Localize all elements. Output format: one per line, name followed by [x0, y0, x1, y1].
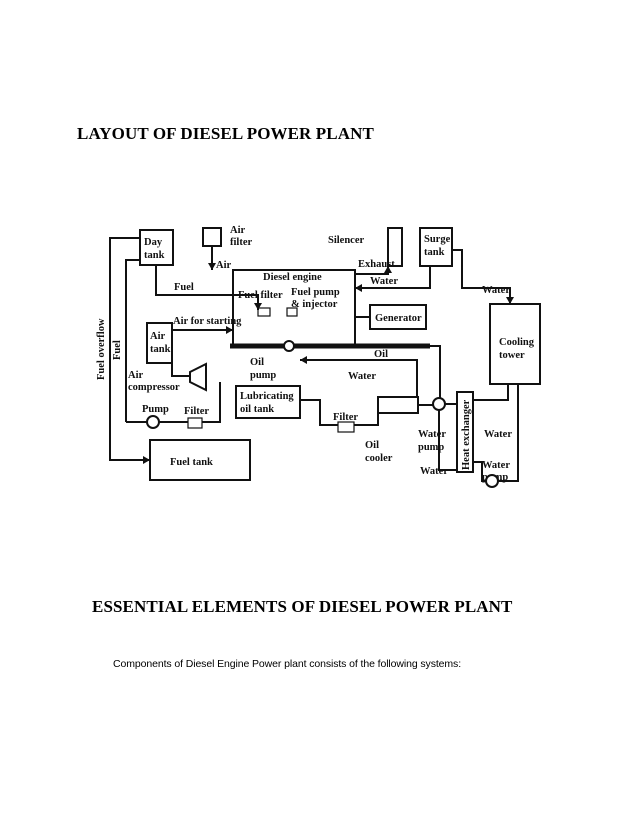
fuel-label: Fuel [174, 282, 194, 293]
lubricating-oil-tank-box [235, 385, 301, 419]
air-tank-label-2: tank [150, 344, 171, 355]
water-top-label: Water [370, 276, 398, 287]
air-tank-label-1: Air [150, 331, 166, 342]
water-pump-right-label-1: Water [482, 460, 510, 471]
surge-tank-box [419, 227, 453, 267]
water-right-label: Water [482, 285, 510, 296]
oil-cooler-label-2: cooler [365, 453, 393, 464]
fuel-pump-symbol [146, 415, 160, 429]
air-compressor-symbol [189, 362, 207, 392]
day-tank-label-2: tank [144, 250, 165, 261]
air-compressor-label-1: Air [128, 370, 144, 381]
air-filter-box [202, 227, 222, 247]
water-pump-right-symbol [485, 474, 499, 488]
air-filter-label-1: Air [230, 225, 246, 236]
fuel-pump-label-1: Fuel pump [291, 287, 340, 298]
cooling-tower-box [489, 303, 541, 385]
air-compressor-label-2: compressor [128, 382, 180, 393]
oil-cooler-box [377, 396, 419, 414]
exhaust-label: Exhaust [358, 259, 395, 270]
oil-label: Oil [374, 349, 388, 360]
layout-heading: LAYOUT OF DIESEL POWER PLANT [77, 124, 374, 143]
day-tank-label-1: Day [144, 237, 163, 248]
filter-left-element [187, 417, 203, 429]
water-pump-left-label-1: Water [418, 429, 446, 440]
water-mid-label: Water [348, 371, 376, 382]
lubricating-label-1: Lubricating [240, 391, 294, 402]
water-pump-left-label-2: pump [418, 442, 444, 453]
fuel-filter-label: Fuel filter [238, 290, 283, 301]
fuel-tank-label: Fuel tank [170, 457, 213, 468]
fuel-filter-element [257, 307, 271, 317]
pump-label: Pump [142, 404, 169, 415]
silencer-label: Silencer [328, 235, 364, 246]
air-filter-label-2: filter [230, 237, 252, 248]
diesel-power-plant-diagram: Day tank Air filter Silencer Surge tank … [96, 225, 541, 488]
cooling-tower-label-1: Cooling [499, 337, 535, 348]
water-pump-left-symbol [432, 397, 446, 411]
intro-paragraph: Components of Diesel Engine Power plant … [113, 658, 462, 670]
fuel-pump-label-2: & injector [291, 299, 338, 310]
air-label: Air [216, 260, 232, 271]
lubricating-label-2: oil tank [240, 404, 274, 415]
oil-pump-label-2: pump [250, 370, 276, 381]
water-right-lower-label: Water [484, 429, 512, 440]
fuel-tank-box [149, 439, 251, 481]
water-bottom-label: Water [420, 466, 448, 477]
generator-box [369, 304, 427, 330]
silencer-box [387, 227, 403, 267]
heat-exchanger-label: Heat exchanger [461, 399, 472, 470]
elements-heading: ESSENTIAL ELEMENTS OF DIESEL POWER PLANT [92, 597, 513, 616]
air-for-starting-label: Air for starting [173, 316, 242, 327]
diesel-engine-label: Diesel engine [263, 272, 322, 283]
generator-label: Generator [375, 313, 422, 324]
fuel-pump-element [286, 307, 298, 317]
oil-pump-label-1: Oil [250, 357, 264, 368]
oil-pump-wheel [283, 340, 295, 352]
heat-exchanger-box [456, 391, 474, 473]
filter-mid-element [337, 421, 355, 433]
fuel-vertical-label: Fuel [112, 340, 123, 360]
air-tank-box [146, 322, 173, 364]
oil-cooler-label-1: Oil [365, 440, 379, 451]
fuel-overflow-label: Fuel overflow [96, 318, 107, 380]
filter-left-label: Filter [184, 406, 209, 417]
surge-tank-label-2: tank [424, 247, 445, 258]
surge-tank-label-1: Surge [424, 234, 451, 245]
cooling-tower-label-2: tower [499, 350, 525, 361]
filter-mid-label: Filter [333, 412, 358, 423]
